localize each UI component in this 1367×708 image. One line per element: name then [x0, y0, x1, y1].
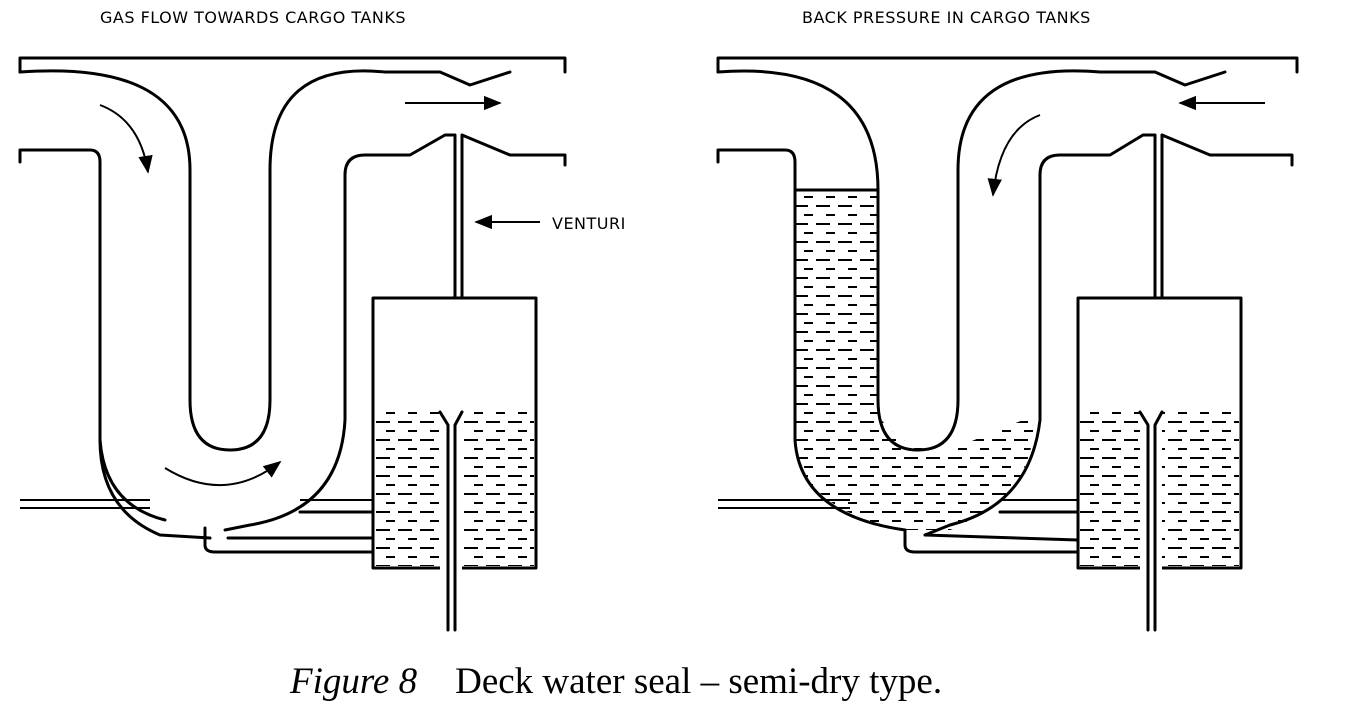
venturi-label: VENTURI	[552, 214, 626, 233]
left-u-tube-curve	[18, 69, 512, 452]
figure-caption: Figure 8 Deck water seal – semi-dry type.	[290, 660, 942, 703]
left-panel	[18, 56, 567, 632]
left-flow-arrow-top	[99, 104, 153, 174]
figure-number: Figure 8	[290, 661, 418, 702]
right-u-water	[795, 190, 1035, 530]
right-panel-title: BACK PRESSURE IN CARGO TANKS	[802, 8, 1091, 27]
right-panel	[716, 56, 1299, 632]
water-seal-diagram	[18, 56, 1299, 632]
left-u-tube-outer	[18, 148, 212, 540]
right-venturi-tube	[1140, 412, 1162, 632]
left-inlet-pipe	[18, 56, 567, 74]
right-venturi-tube-walls	[1138, 410, 1164, 632]
right-u-tube-curve	[716, 69, 1227, 452]
right-outlet-upper	[1038, 133, 1157, 300]
right-outlet-right	[1160, 133, 1294, 167]
left-venturi-tube	[440, 412, 462, 632]
left-venturi-tube-walls	[438, 410, 464, 632]
left-u-bottom	[98, 438, 167, 522]
right-backflow-arrow	[987, 114, 1041, 197]
left-flow-arrow-bottom	[164, 460, 282, 486]
right-u-right-wall	[923, 173, 1042, 537]
figure-caption-text: Deck water seal – semi-dry type.	[455, 661, 943, 702]
left-drain-pipe	[203, 510, 375, 554]
left-outlet-upper	[343, 133, 457, 300]
right-drain-pipe	[903, 510, 1080, 554]
left-u-right-wall	[223, 173, 347, 532]
right-u-tube-outer	[716, 148, 907, 532]
right-inlet-pipe	[716, 56, 1299, 74]
left-panel-title: GAS FLOW TOWARDS CARGO TANKS	[100, 8, 406, 27]
left-outlet-right	[460, 133, 567, 167]
